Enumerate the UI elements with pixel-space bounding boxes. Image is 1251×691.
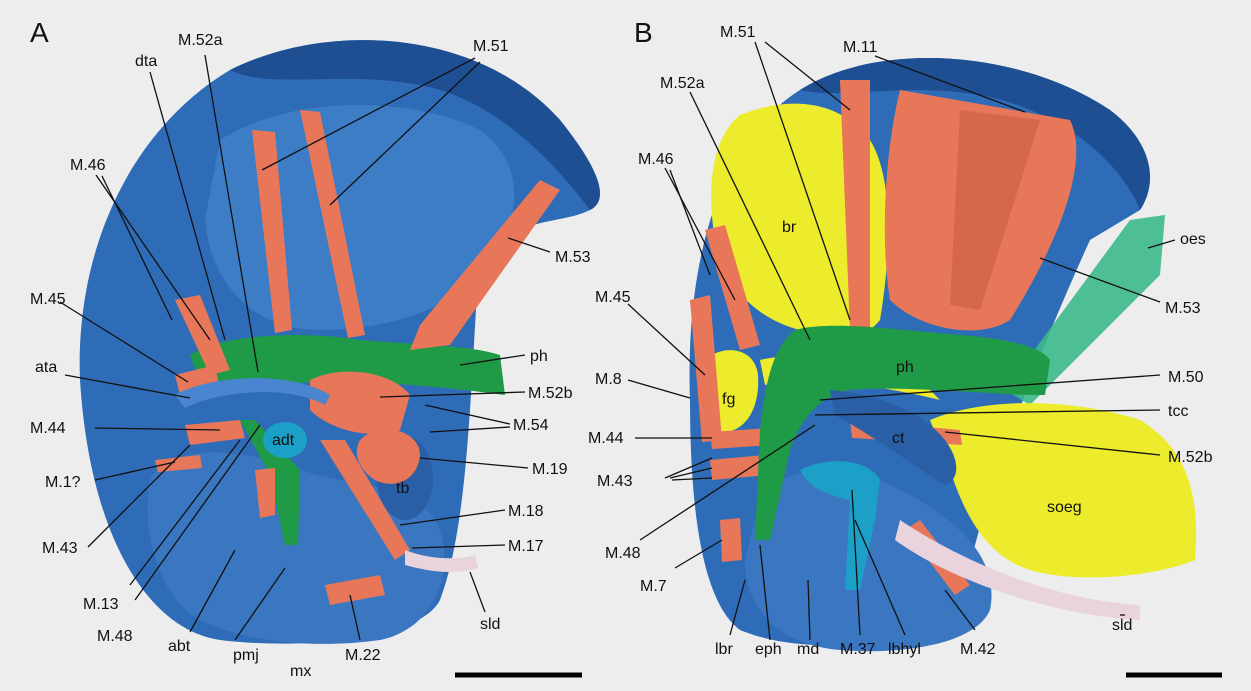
label-m1q-a: M.1? (45, 474, 81, 491)
label-m45-a: M.45 (30, 291, 66, 308)
label-tcc-b: tcc (1168, 403, 1188, 420)
label-m48-a: M.48 (97, 628, 133, 645)
label-oes-b: oes (1180, 231, 1206, 248)
label-m51-a: M.51 (473, 38, 509, 55)
panel-letter-b: B (634, 17, 653, 48)
label-m52b-b: M.52b (1168, 449, 1213, 466)
label-m50-b: M.50 (1168, 369, 1204, 386)
muscle-m7-b (720, 518, 742, 562)
label-ph-b: ph (896, 359, 914, 376)
label-m52a-a: M.52a (178, 32, 223, 49)
label-adt-a: adt (272, 432, 295, 449)
label-dta-a: dta (135, 53, 157, 70)
label-md-b: md (797, 641, 819, 658)
label-soeg-b: soeg (1047, 499, 1082, 516)
panel-letter-a: A (30, 17, 49, 48)
label-lbhyl-b: lbhyl (888, 641, 921, 658)
label-br-b: br (782, 219, 797, 236)
label-ct-b: ct (892, 430, 905, 447)
label-ata-a: ata (35, 359, 57, 376)
label-sld-b: sld (1112, 617, 1132, 634)
label-m48-b: M.48 (605, 545, 641, 562)
label-m52b-a: M.52b (528, 385, 573, 402)
label-m44-b: M.44 (588, 430, 624, 447)
label-m13-a: M.13 (83, 596, 119, 613)
label-m19-a: M.19 (532, 461, 568, 478)
label-m8-b: M.8 (595, 371, 622, 388)
label-m37-b: M.37 (840, 641, 876, 658)
label-m53-a: M.53 (555, 249, 591, 266)
label-m18-a: M.18 (508, 503, 544, 520)
label-m53-b: M.53 (1165, 300, 1201, 317)
label-m51-b: M.51 (720, 24, 756, 41)
label-m22-a: M.22 (345, 647, 381, 664)
label-m52a-b: M.52a (660, 75, 705, 92)
label-pmj-a: pmj (233, 647, 259, 664)
label-m17-a: M.17 (508, 538, 544, 555)
label-abt-a: abt (168, 638, 191, 655)
label-m43-a: M.43 (42, 540, 78, 557)
panel-a: A M.52a dta M.51 M.46 M.53 M.45 ph ata M… (30, 17, 600, 680)
label-eph-b: eph (755, 641, 782, 658)
label-m11-b: M.11 (843, 39, 877, 56)
label-m54-a: M.54 (513, 417, 549, 434)
label-fg-b: fg (722, 391, 735, 408)
label-m46-a: M.46 (70, 157, 106, 174)
label-tb-a: tb (396, 480, 409, 497)
panel-b: B M.51 M.11 M.52a M.46 br oes M.53 M.45 … (588, 17, 1222, 675)
label-sld-a: sld (480, 616, 500, 633)
label-lbr-b: lbr (715, 641, 733, 658)
label-m44-a: M.44 (30, 420, 66, 437)
label-m42-b: M.42 (960, 641, 996, 658)
label-m45-b: M.45 (595, 289, 631, 306)
label-mx-a: mx (290, 663, 311, 680)
label-m7-b: M.7 (640, 578, 667, 595)
label-m46-b: M.46 (638, 151, 674, 168)
label-m43-b: M.43 (597, 473, 633, 490)
label-ph-a: ph (530, 348, 548, 365)
